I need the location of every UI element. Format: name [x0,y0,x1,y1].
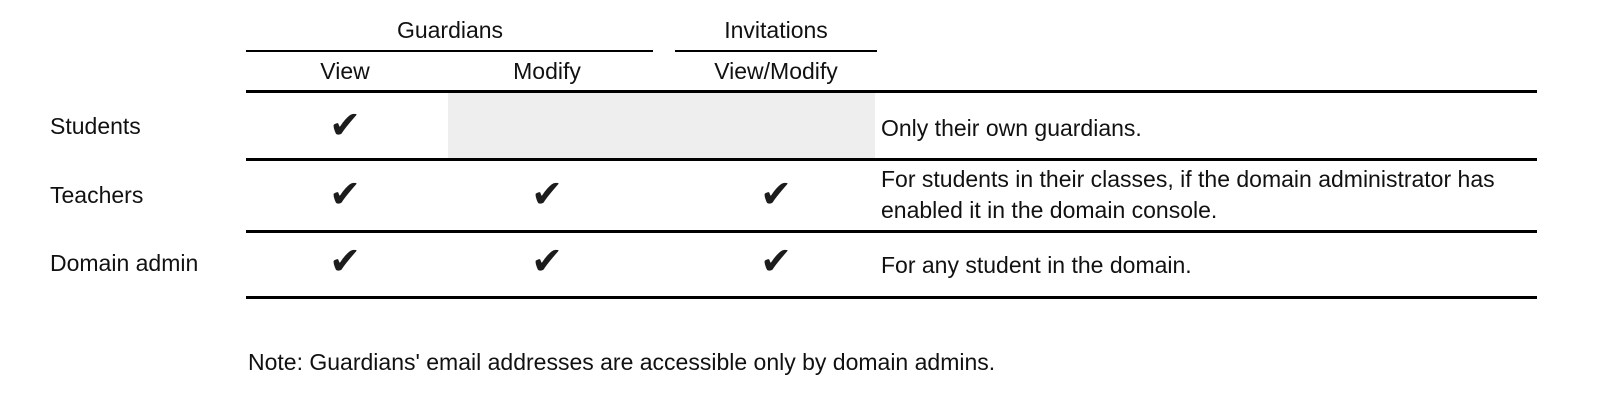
row-rule-after-teachers [246,230,1537,233]
row-description-teachers: For students in their classes, if the do… [881,166,1495,223]
column-header-view-modify: View/Modify [714,58,838,84]
column-header-modify: Modify [513,58,581,84]
row-label-domain-admin: Domain admin [50,250,199,276]
column-group-guardians: Guardians [396,17,504,43]
row-description-domain-admin: For any student in the domain. [881,252,1192,278]
column-group-invitations: Invitations [724,17,828,43]
check-icon: ✔ [531,239,563,283]
row-rule-after-students [246,158,1537,161]
row-description-students: Only their own guardians. [881,115,1142,141]
check-icon: ✔ [760,172,792,216]
disabled-cell-students-modify-invitations [448,93,875,158]
row-label-teachers: Teachers [50,182,144,208]
table-bottom-rule [246,296,1537,299]
check-icon: ✔ [329,172,361,216]
check-icon: ✔ [531,172,563,216]
guardians-underline-rule [246,50,653,52]
check-icon: ✔ [760,239,792,283]
row-label-students: Students [50,113,141,139]
check-icon: ✔ [329,103,361,147]
check-icon: ✔ [329,239,361,283]
invitations-underline-rule [675,50,877,52]
note-text: Note: Guardians' email addresses are acc… [248,349,996,375]
column-header-view: View [320,58,370,84]
header-bottom-rule [246,90,1537,93]
